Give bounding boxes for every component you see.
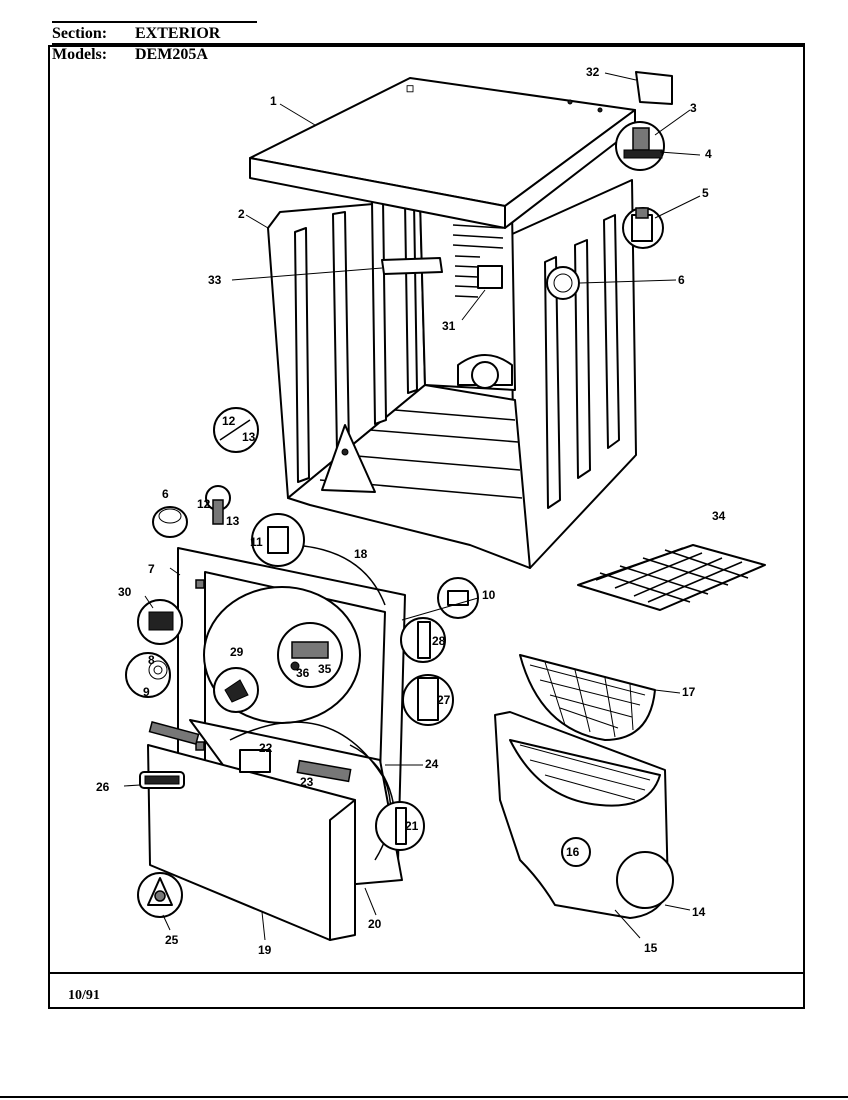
cabinet-assembly bbox=[267, 179, 637, 569]
callout-33: 33 bbox=[208, 273, 222, 287]
callout-32: 32 bbox=[586, 65, 600, 79]
callout-15: 15 bbox=[644, 941, 658, 955]
top-panel: ☐ bbox=[249, 77, 636, 229]
callout-35: 35 bbox=[318, 662, 332, 676]
rear-bracket bbox=[635, 71, 673, 105]
callout-31: 31 bbox=[442, 319, 456, 333]
terminal-block bbox=[477, 265, 503, 289]
callout-3: 3 bbox=[690, 101, 697, 115]
cross-brace bbox=[381, 257, 443, 275]
right-channel-1 bbox=[544, 256, 561, 509]
callout-18: 18 bbox=[354, 547, 368, 561]
header-top-rule bbox=[52, 21, 257, 23]
door-assembly bbox=[147, 719, 403, 941]
diagram-frame bbox=[48, 45, 805, 1009]
knob-6 bbox=[152, 506, 188, 538]
callout-34: 34 bbox=[712, 509, 726, 523]
callout-7: 7 bbox=[148, 562, 155, 576]
callout-28: 28 bbox=[432, 634, 446, 648]
footer-rule bbox=[48, 972, 805, 974]
callout-6-knob: 6 bbox=[162, 487, 169, 501]
callout-13-front: 13 bbox=[226, 514, 240, 528]
callout-16: 16 bbox=[566, 845, 580, 859]
callout-25: 25 bbox=[165, 933, 179, 947]
header-underline bbox=[52, 43, 805, 45]
callout-labels: 1 2 3 4 5 6 6 7 8 9 10 11 12 12 13 13 14… bbox=[96, 65, 726, 957]
callout-24: 24 bbox=[425, 757, 439, 771]
callout-11: 11 bbox=[250, 535, 263, 549]
left-channel-3 bbox=[371, 198, 387, 425]
callout-12-front: 12 bbox=[197, 497, 211, 511]
callout-8: 8 bbox=[148, 653, 155, 667]
page-bottom-rule bbox=[0, 1096, 848, 1098]
callout-29: 29 bbox=[230, 645, 244, 659]
detail-circle-8-9 bbox=[125, 652, 171, 698]
callout-4: 4 bbox=[705, 147, 712, 161]
callout-2: 2 bbox=[238, 207, 245, 221]
callout-19: 19 bbox=[258, 943, 272, 957]
callout-10: 10 bbox=[482, 588, 496, 602]
callout-36: 36 bbox=[296, 666, 310, 680]
footer-date: 10/91 bbox=[68, 988, 100, 1003]
right-channel-2 bbox=[574, 239, 591, 479]
callout-23: 23 bbox=[300, 775, 314, 789]
models-value: DEM205A bbox=[135, 46, 208, 63]
callout-22: 22 bbox=[259, 741, 273, 755]
callout-13-cabinet: 13 bbox=[242, 430, 256, 444]
wedge-bracket bbox=[321, 424, 376, 493]
callout-12-cabinet: 12 bbox=[222, 414, 236, 428]
section-label: Section: bbox=[52, 25, 108, 42]
cabinet-base bbox=[287, 384, 531, 569]
left-channel-1 bbox=[294, 227, 310, 483]
callout-6-side: 6 bbox=[678, 273, 685, 287]
section-value: EXTERIOR bbox=[135, 25, 221, 42]
callout-5: 5 bbox=[702, 186, 709, 200]
leader-lines bbox=[123, 72, 701, 941]
right-channel-3 bbox=[603, 214, 620, 449]
lint-screen bbox=[519, 654, 656, 741]
detail-circle-16 bbox=[561, 837, 591, 867]
callout-17: 17 bbox=[682, 685, 696, 699]
callout-20: 20 bbox=[368, 917, 382, 931]
models-label: Models: bbox=[52, 46, 108, 63]
callout-30: 30 bbox=[118, 585, 132, 599]
left-channel-4 bbox=[404, 201, 418, 394]
drying-rack bbox=[577, 544, 766, 611]
side-grommet bbox=[546, 266, 580, 300]
left-channel-2 bbox=[332, 211, 350, 453]
callout-14: 14 bbox=[692, 905, 706, 919]
callout-1: 1 bbox=[270, 94, 277, 108]
callout-27: 27 bbox=[437, 693, 451, 707]
rear-exhaust-hole bbox=[471, 361, 499, 389]
callout-21: 21 bbox=[405, 819, 419, 833]
callout-9: 9 bbox=[143, 685, 150, 699]
callout-26: 26 bbox=[96, 780, 110, 794]
svg-text:☐: ☐ bbox=[406, 84, 414, 94]
exhaust-duct bbox=[494, 711, 674, 919]
